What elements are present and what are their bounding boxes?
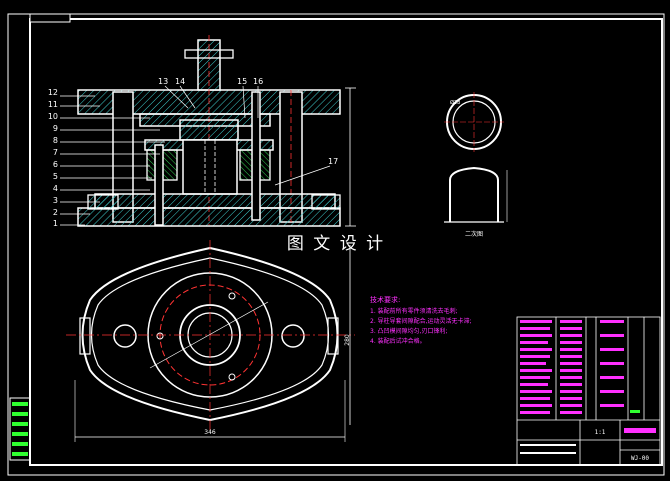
part-number: 8 xyxy=(53,136,58,145)
scale-text: 1:1 xyxy=(595,429,606,436)
part-number: 17 xyxy=(328,157,338,166)
part-number: 15 xyxy=(237,77,247,86)
part-number: 3 xyxy=(53,196,58,205)
part-number: 14 xyxy=(175,77,185,86)
part-number: 9 xyxy=(53,124,58,133)
sheet-frame xyxy=(7,13,665,476)
part-number: 7 xyxy=(53,148,58,157)
note-line: 2. 导柱导套间隙配合,运动灵活无卡滞; xyxy=(370,317,472,325)
section-label: 二次图 xyxy=(465,230,483,238)
drawing-number: WJ-00 xyxy=(631,455,649,462)
part-number: 4 xyxy=(53,184,58,193)
watermark-text: 图 文 设 计 xyxy=(287,234,385,254)
height-dimension: 280 xyxy=(344,334,351,346)
technical-notes: 技术要求: 1. 装配前所有零件须清洗去毛刺; 2. 导柱导套间隙配合,运动灵活… xyxy=(370,295,472,345)
part-leaders xyxy=(60,85,331,226)
detail-part-views xyxy=(444,92,508,223)
diameter-label: Ø38 xyxy=(450,99,460,106)
parts-list-rows xyxy=(520,320,656,454)
width-dimension: 346 xyxy=(204,429,216,436)
note-line: 4. 装配后试冲合格。 xyxy=(370,337,426,345)
part-number: 5 xyxy=(53,172,58,181)
plan-view xyxy=(66,240,355,442)
note-line: 1. 装配前所有零件须清洗去毛刺; xyxy=(370,307,458,315)
part-number: 6 xyxy=(53,160,58,169)
part-number: 13 xyxy=(158,77,168,86)
part-number: 2 xyxy=(53,208,58,217)
notes-title: 技术要求: xyxy=(370,295,400,304)
part-number-labels: 12 11 10 9 8 7 6 5 4 3 2 1 13 14 15 16 1… xyxy=(48,77,338,228)
binding-strip xyxy=(9,397,31,461)
front-section-view xyxy=(77,35,356,227)
part-number: 11 xyxy=(48,100,58,109)
part-number: 1 xyxy=(53,219,58,228)
watermark: 图 文 设 计 xyxy=(262,228,410,256)
parts-list-table xyxy=(516,316,661,466)
part-number: 12 xyxy=(48,88,58,97)
part-number: 10 xyxy=(48,112,58,121)
part-number: 16 xyxy=(253,77,263,86)
note-line: 3. 凸凹模间隙均匀,刃口锋利; xyxy=(370,327,448,335)
